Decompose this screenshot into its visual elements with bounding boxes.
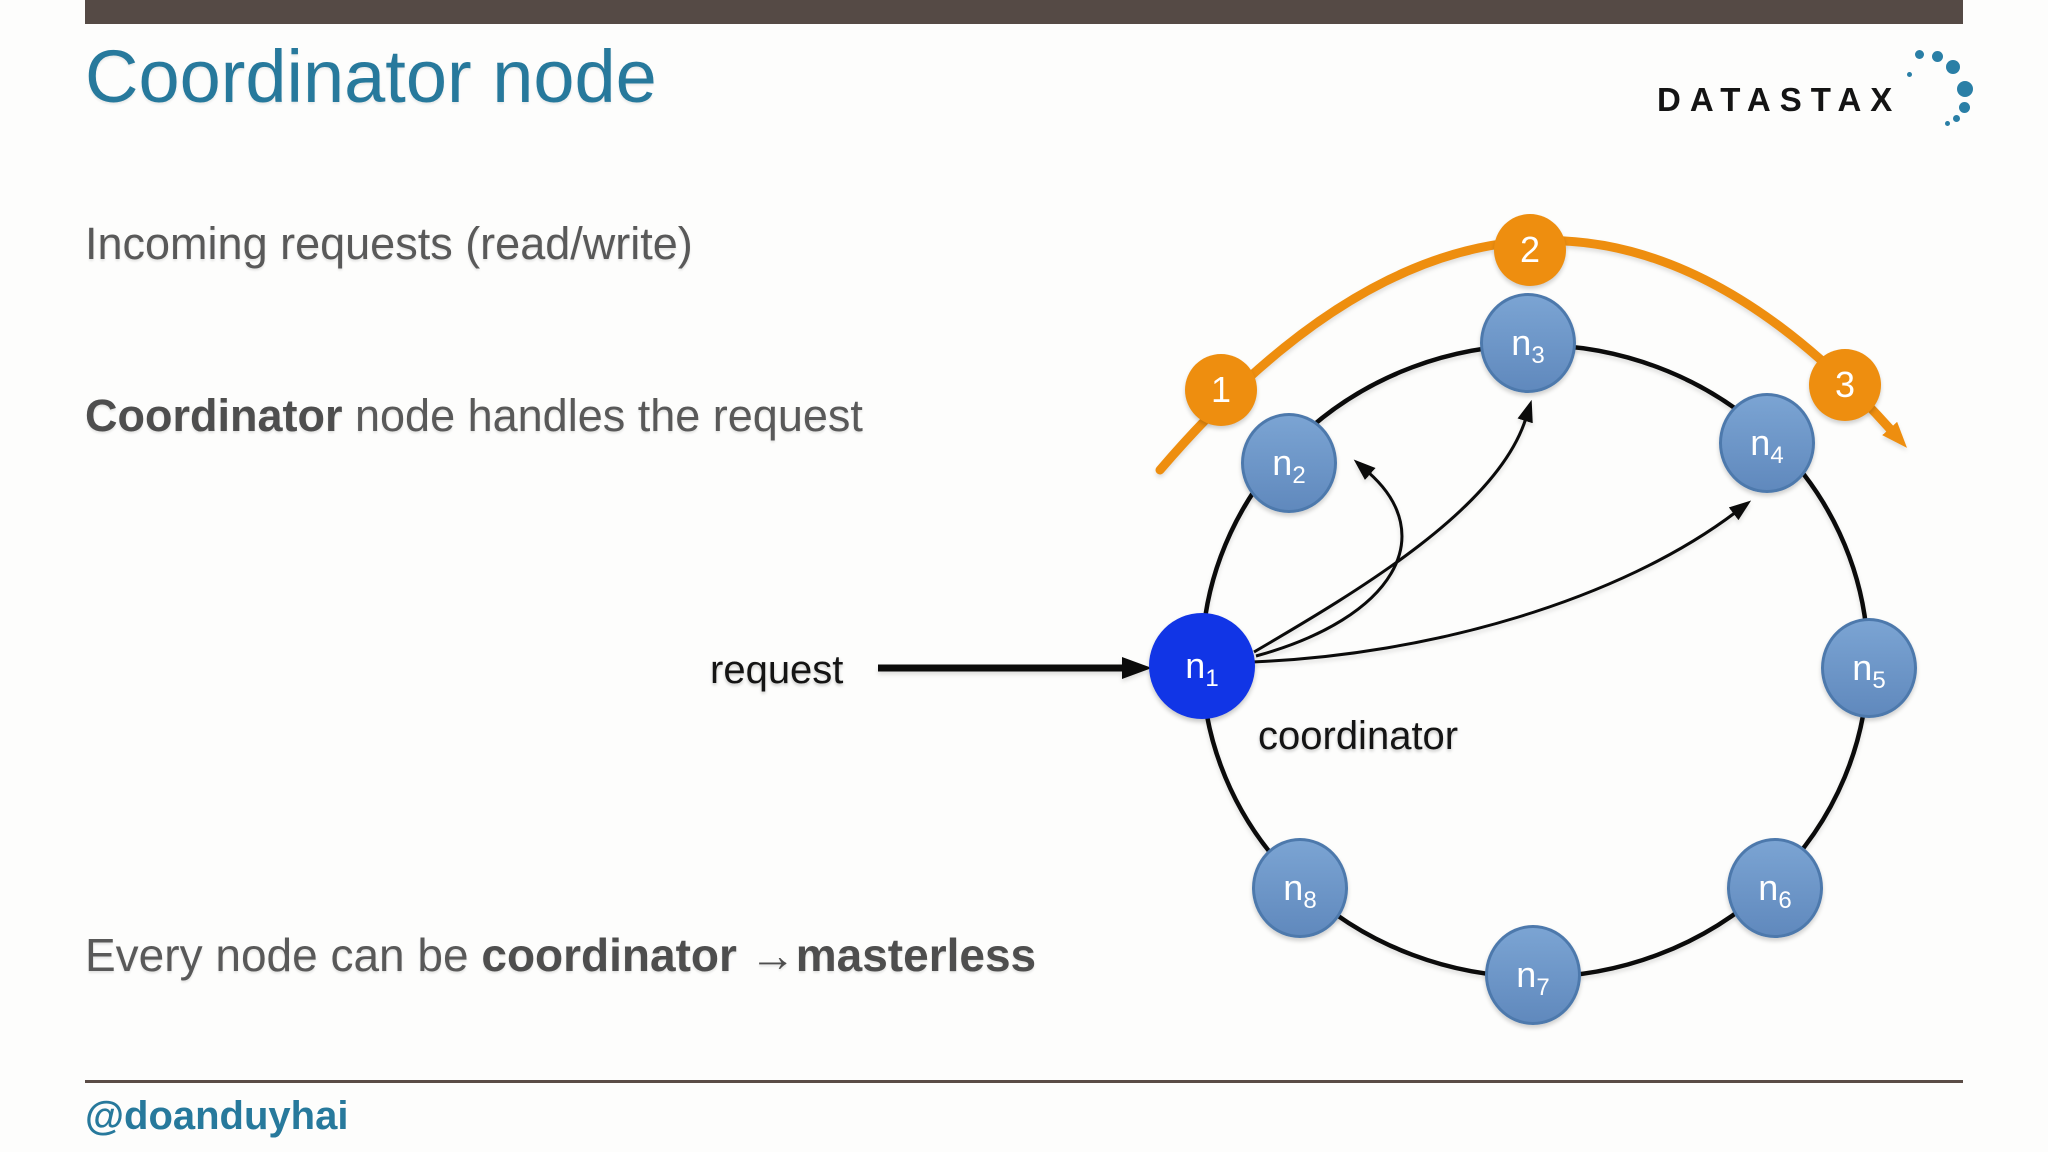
node-label: n5: [1852, 647, 1886, 695]
logo-dot: [1946, 60, 1960, 74]
step-badge-1: 1: [1185, 354, 1257, 426]
top-accent-bar: [85, 0, 1963, 24]
node-n4: n4: [1719, 393, 1815, 493]
logo-dot: [1957, 81, 1973, 97]
datastax-logo-text: DATASTAX: [1657, 81, 1902, 118]
node-label: n1: [1185, 645, 1219, 693]
conclusion-normal: Every node can be: [85, 929, 482, 981]
node-label: n2: [1272, 442, 1306, 490]
footer-divider: [85, 1080, 1963, 1083]
node-label: n3: [1511, 322, 1545, 370]
node-n1-coordinator: n1: [1149, 613, 1255, 719]
logo-dot: [1959, 102, 1970, 113]
datastax-logo: DATASTAX: [1657, 50, 1987, 138]
logo-dot: [1907, 72, 1912, 77]
request-label: request: [710, 648, 844, 692]
statement-rest: node handles the request: [342, 390, 863, 441]
node-n7: n7: [1485, 925, 1581, 1025]
node-n2: n2: [1241, 413, 1337, 513]
logo-dot: [1915, 50, 1924, 59]
subtitle-incoming-requests: Incoming requests (read/write): [85, 218, 693, 269]
statement-line: Coordinator node handles the request: [85, 390, 863, 442]
node-n6: n6: [1727, 838, 1823, 938]
logo-dot: [1953, 115, 1960, 122]
node-label: n8: [1283, 867, 1317, 915]
logo-dot: [1945, 121, 1950, 126]
page-title: Coordinator node: [85, 35, 657, 118]
node-label: n7: [1516, 954, 1550, 1002]
coordinator-to-n4-arrow: [1251, 500, 1752, 664]
node-n8: n8: [1252, 838, 1348, 938]
step-badge-2: 2: [1494, 214, 1566, 286]
conclusion-bold-coordinator: coordinator: [481, 929, 750, 981]
node-n5: n5: [1821, 618, 1917, 718]
coordinator-to-n3-arrow: [1253, 399, 1533, 654]
coordinator-label: coordinator: [1258, 714, 1459, 758]
node-n3: n3: [1480, 293, 1576, 393]
twitter-handle: @doanduyhai: [85, 1094, 349, 1138]
step-number: 3: [1834, 364, 1856, 405]
node-label: n4: [1750, 422, 1784, 470]
step-badge-3: 3: [1809, 349, 1881, 421]
logo-dot: [1932, 51, 1943, 62]
conclusion-line: Every node can be coordinator →masterles…: [85, 928, 1036, 982]
step-number: 2: [1519, 229, 1541, 270]
coordinator-to-n2-arrow: [1255, 459, 1404, 658]
right-arrow-glyph: →: [749, 929, 796, 981]
step-number: 1: [1210, 369, 1232, 410]
statement-bold: Coordinator: [85, 390, 343, 441]
node-label: n6: [1758, 867, 1792, 915]
conclusion-bold-masterless: masterless: [795, 929, 1037, 981]
